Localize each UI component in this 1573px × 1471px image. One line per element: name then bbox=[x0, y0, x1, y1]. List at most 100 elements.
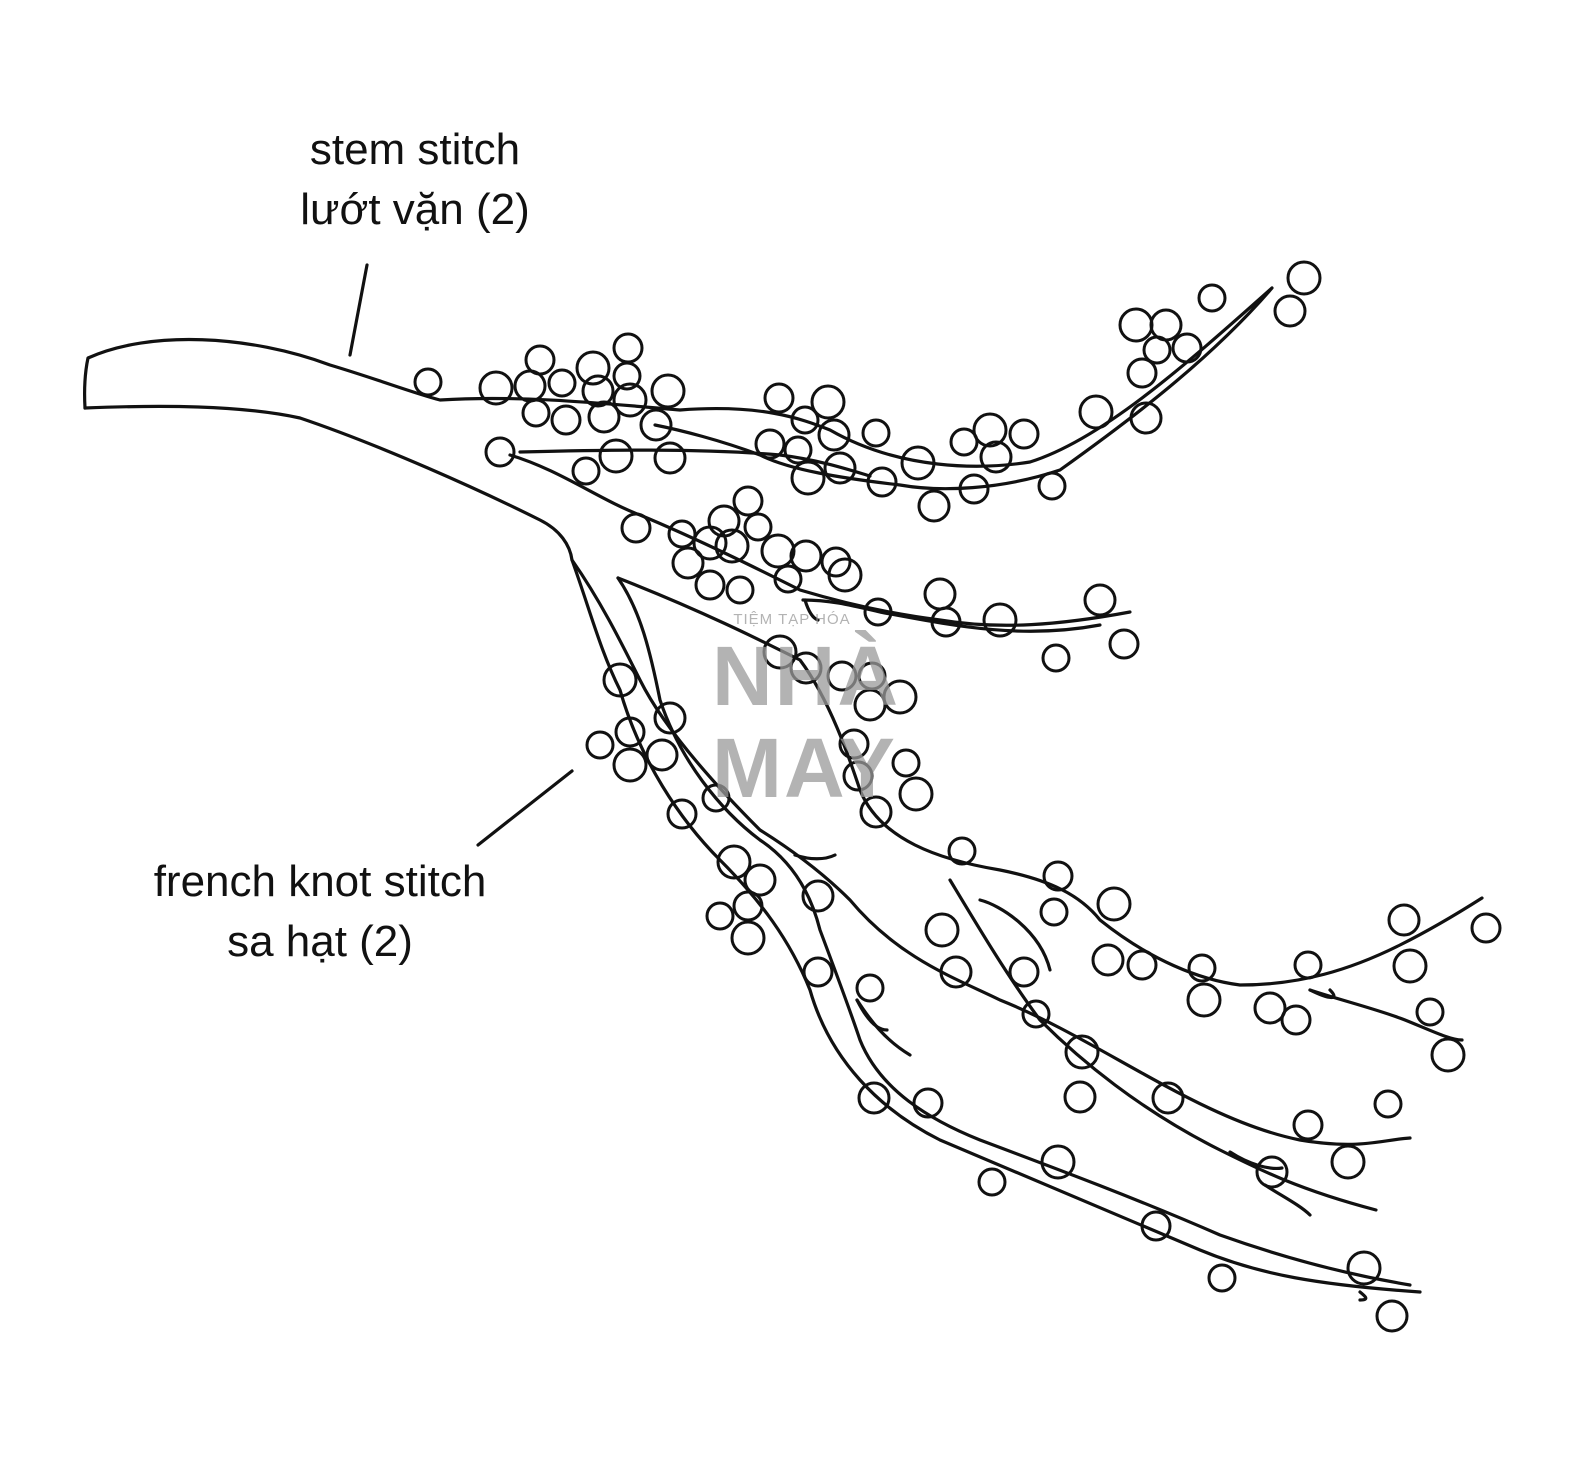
french-knot-103 bbox=[1063, 1080, 1097, 1114]
french-knot-119 bbox=[857, 1081, 891, 1115]
french-knot-69 bbox=[1041, 643, 1071, 673]
french-knot-17 bbox=[571, 456, 601, 486]
french-knot-27 bbox=[823, 451, 857, 485]
french-knot-78 bbox=[762, 634, 798, 670]
french-knot-25 bbox=[783, 435, 813, 465]
french-knot-62 bbox=[827, 557, 863, 593]
branch-outline-9 bbox=[1308, 988, 1464, 1042]
french-knot-18 bbox=[598, 438, 634, 474]
french-knot-130 bbox=[1346, 1250, 1382, 1286]
french-knot-129 bbox=[1207, 1263, 1237, 1293]
branch-outline-11 bbox=[855, 998, 912, 1057]
french-knot-74 bbox=[612, 747, 648, 783]
french-knot-91 bbox=[743, 863, 777, 897]
french-knot-97 bbox=[855, 973, 885, 1003]
french-knot-8 bbox=[612, 332, 644, 364]
stem-stitch-leader-line bbox=[348, 263, 369, 357]
french-knot-5 bbox=[547, 368, 577, 398]
french-knot-115 bbox=[1387, 903, 1421, 937]
stem-stitch-label: stem stitch lướt vặn (2) bbox=[260, 120, 570, 240]
french-knot-73 bbox=[585, 730, 615, 760]
french-knot-90 bbox=[716, 844, 752, 880]
watermark-small-text: TIỆM TẠP HÓA bbox=[733, 611, 851, 628]
branch-outline-10 bbox=[1308, 988, 1336, 1000]
french-knot-85 bbox=[891, 748, 921, 778]
french-knot-59 bbox=[789, 539, 823, 573]
french-knot-53 bbox=[743, 512, 773, 542]
french-knot-23 bbox=[817, 418, 851, 452]
french-knot-63 bbox=[923, 577, 957, 611]
french-knot-19 bbox=[653, 441, 687, 475]
branch-outline-18 bbox=[978, 898, 1052, 972]
french-knot-98 bbox=[924, 912, 960, 948]
french-knot-32 bbox=[958, 473, 990, 505]
french-knot-79 bbox=[789, 651, 823, 685]
branch-outline-15 bbox=[801, 598, 1102, 633]
french-knot-89 bbox=[947, 836, 977, 866]
french-knot-109 bbox=[1187, 953, 1217, 983]
watermark: TIỆM TẠP HÓA NHÀ MAY bbox=[712, 610, 900, 870]
french-knot-9 bbox=[612, 361, 642, 391]
french-knot-70 bbox=[602, 662, 638, 698]
french-knot-88 bbox=[842, 760, 874, 792]
french-knot-124 bbox=[1292, 1109, 1324, 1141]
french-knot-leader-line bbox=[476, 769, 574, 847]
french-knot-22 bbox=[810, 384, 846, 420]
watermark-big-text-1: NHÀ bbox=[712, 629, 900, 723]
french-knot-42 bbox=[1118, 307, 1154, 343]
french-knot-83 bbox=[853, 688, 887, 722]
french-knot-47 bbox=[1273, 294, 1307, 328]
french-knot-31 bbox=[917, 489, 951, 523]
branch-outline-16 bbox=[803, 598, 820, 622]
french-knot-105 bbox=[1039, 897, 1069, 927]
branch-outline-19 bbox=[1263, 1183, 1312, 1217]
french-knot-75 bbox=[645, 738, 679, 772]
french-knot-128 bbox=[1140, 1210, 1172, 1242]
french-knot-107 bbox=[1091, 943, 1125, 977]
french-knot-21 bbox=[790, 405, 820, 435]
french-knot-45 bbox=[1197, 283, 1227, 313]
french-knot-39 bbox=[1129, 401, 1163, 435]
french-knot-68 bbox=[1108, 628, 1140, 660]
french-knot-30 bbox=[900, 445, 936, 481]
french-knot-87 bbox=[859, 795, 893, 829]
french-knot-2 bbox=[478, 370, 514, 406]
french-knot-93 bbox=[705, 901, 735, 931]
french-knot-131 bbox=[1375, 1299, 1409, 1333]
french-knot-55 bbox=[671, 546, 705, 580]
french-knot-127 bbox=[1255, 1155, 1289, 1189]
french-knot-11 bbox=[587, 400, 621, 434]
french-knot-108 bbox=[1126, 949, 1158, 981]
french-knot-120 bbox=[912, 1087, 944, 1119]
french-knot-10 bbox=[612, 382, 648, 418]
french-knot-77 bbox=[701, 783, 731, 813]
french-knot-33 bbox=[949, 427, 979, 457]
branch-outline-5 bbox=[616, 576, 1484, 987]
french-knot-1 bbox=[413, 367, 443, 397]
french-knot-40 bbox=[1126, 357, 1158, 389]
branch-outline-13 bbox=[508, 453, 1132, 627]
french-knot-113 bbox=[1293, 950, 1323, 980]
french-knot-118 bbox=[1430, 1037, 1466, 1073]
french-knot-84 bbox=[838, 728, 870, 760]
french-knot-65 bbox=[863, 597, 893, 627]
french-knot-12 bbox=[550, 404, 582, 436]
french-knot-100 bbox=[1008, 956, 1040, 988]
french-knot-66 bbox=[982, 602, 1018, 638]
french-knot-16 bbox=[484, 436, 516, 468]
french-knot-20 bbox=[763, 382, 795, 414]
french-knot-106 bbox=[1096, 886, 1132, 922]
branch-outline-7 bbox=[948, 878, 1378, 1212]
french-knot-104 bbox=[1042, 860, 1074, 892]
branch-outline-17 bbox=[793, 853, 837, 861]
french-knot-64 bbox=[930, 606, 962, 638]
french-knot-51 bbox=[707, 504, 741, 538]
watermark-big-text-2: MAY bbox=[712, 721, 897, 815]
french-knot-61 bbox=[773, 564, 803, 594]
french-knot-14 bbox=[650, 373, 686, 409]
french-knot-43 bbox=[1149, 308, 1183, 342]
french-knot-6 bbox=[575, 350, 611, 386]
french-knot-56 bbox=[694, 569, 726, 601]
french-knot-80 bbox=[826, 660, 858, 692]
